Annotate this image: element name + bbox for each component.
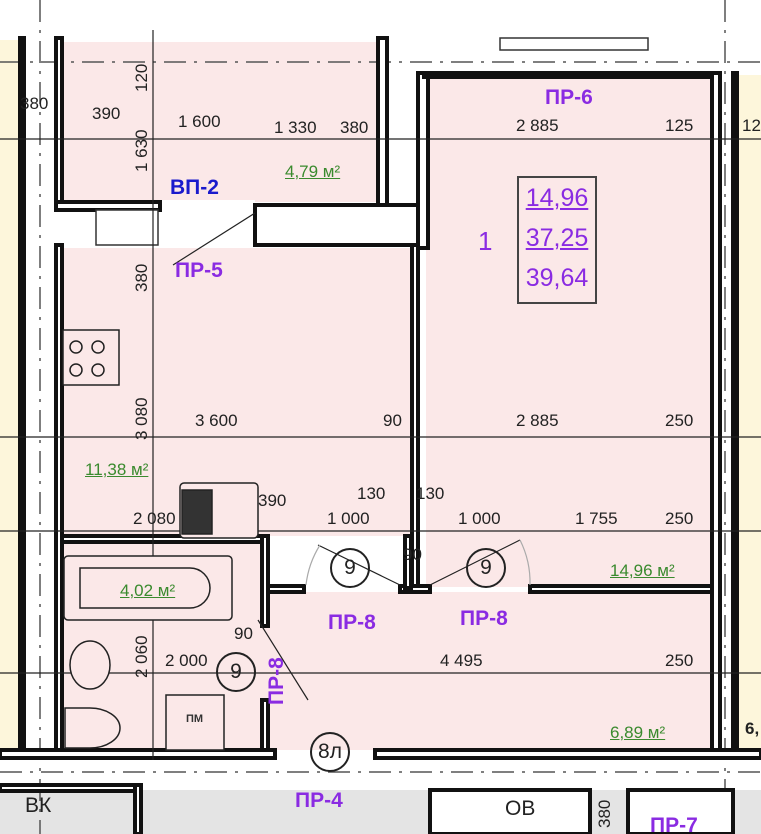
door-marker: 9 bbox=[466, 548, 506, 588]
dim-label: 3 600 bbox=[195, 411, 238, 430]
dim-label: 380 bbox=[20, 94, 49, 113]
balcony-floor bbox=[62, 42, 380, 202]
dim-label: 380 bbox=[595, 799, 614, 828]
washbasin-icon bbox=[69, 640, 111, 690]
dim-label: 120 bbox=[132, 63, 151, 92]
dim-label: 390 bbox=[92, 104, 121, 123]
dim-label: 90 bbox=[403, 545, 422, 564]
apartment-number: 1 bbox=[478, 226, 493, 256]
kitchen-area: 11,38 м² bbox=[85, 460, 149, 479]
washing-machine-label: ПМ bbox=[186, 713, 204, 725]
bathroom-area: 4,02 м² bbox=[120, 581, 176, 600]
dim-label: 250 bbox=[665, 411, 694, 430]
hallway-area: 6,89 м² bbox=[610, 723, 666, 742]
opening-label-pr5: ПР-5 bbox=[175, 259, 223, 282]
balcony-area: 4,79 м² bbox=[285, 162, 341, 181]
dim-label: 1 000 bbox=[458, 509, 501, 528]
door-marker: 9 bbox=[216, 652, 256, 692]
dim-label: 1 330 bbox=[274, 118, 317, 137]
door-marker: 9 bbox=[330, 548, 370, 588]
dim-label: 6, bbox=[745, 719, 760, 738]
opening-label-vp2: ВП-2 bbox=[170, 176, 219, 199]
dim-label: 2 885 bbox=[516, 411, 559, 430]
dim-label: 390 bbox=[258, 491, 287, 510]
dim-label: 1 600 bbox=[178, 112, 221, 131]
washing-machine-box bbox=[165, 694, 225, 751]
bedroom-area: 14,96 м² bbox=[610, 561, 675, 580]
balcony-door-gap bbox=[160, 200, 255, 248]
opening-label-pr8: ПР-8 bbox=[265, 657, 288, 705]
total-area: 37,25 bbox=[525, 224, 589, 252]
dim-label: 125 bbox=[665, 116, 694, 135]
dim-label: 2 885 bbox=[516, 116, 559, 135]
ov-shaft-label: ОВ bbox=[505, 797, 536, 820]
dim-label: 2 060 bbox=[132, 635, 151, 678]
dim-label: 90 bbox=[383, 411, 402, 430]
total-with-balcony-area: 39,64 bbox=[525, 264, 589, 292]
dim-label: 1 000 bbox=[327, 509, 370, 528]
entry-door-marker: 8л bbox=[310, 732, 350, 772]
dim-label: 12 bbox=[742, 116, 761, 135]
dim-label: 130 bbox=[357, 484, 386, 503]
dim-label: 3 080 bbox=[132, 397, 151, 440]
dim-label: 250 bbox=[665, 651, 694, 670]
neighbor-right bbox=[736, 75, 761, 750]
opening-label-pr8: ПР-8 bbox=[328, 611, 376, 634]
opening-label-pr6: ПР-6 bbox=[545, 86, 593, 109]
dim-label: 380 bbox=[132, 263, 151, 292]
toilet-icon bbox=[64, 707, 121, 749]
opening-label-pr4: ПР-4 bbox=[295, 789, 343, 812]
bedroom-floor bbox=[426, 77, 714, 587]
dim-label: 4 495 bbox=[440, 651, 483, 670]
dim-label: 130 bbox=[416, 484, 445, 503]
opening-label-pr8: ПР-8 bbox=[460, 607, 508, 630]
dim-label: 1 630 bbox=[132, 129, 151, 172]
hallway-floor bbox=[264, 592, 714, 750]
dim-label: 250 bbox=[665, 509, 694, 528]
vk-shaft-label: ВК bbox=[25, 794, 52, 817]
apartment-area-box: 14,96 37,25 39,64 bbox=[517, 176, 597, 304]
stove-icon bbox=[62, 329, 120, 386]
opening-label-pr7: ПР-7 bbox=[650, 814, 698, 834]
dim-label: 380 bbox=[340, 118, 369, 137]
living-area: 14,96 bbox=[525, 184, 589, 212]
dim-label: 2 080 bbox=[133, 509, 176, 528]
dim-label: 90 bbox=[234, 624, 253, 643]
neighbor-left bbox=[0, 40, 20, 750]
dim-label: 2 000 bbox=[165, 651, 208, 670]
dim-label: 1 755 bbox=[575, 509, 618, 528]
